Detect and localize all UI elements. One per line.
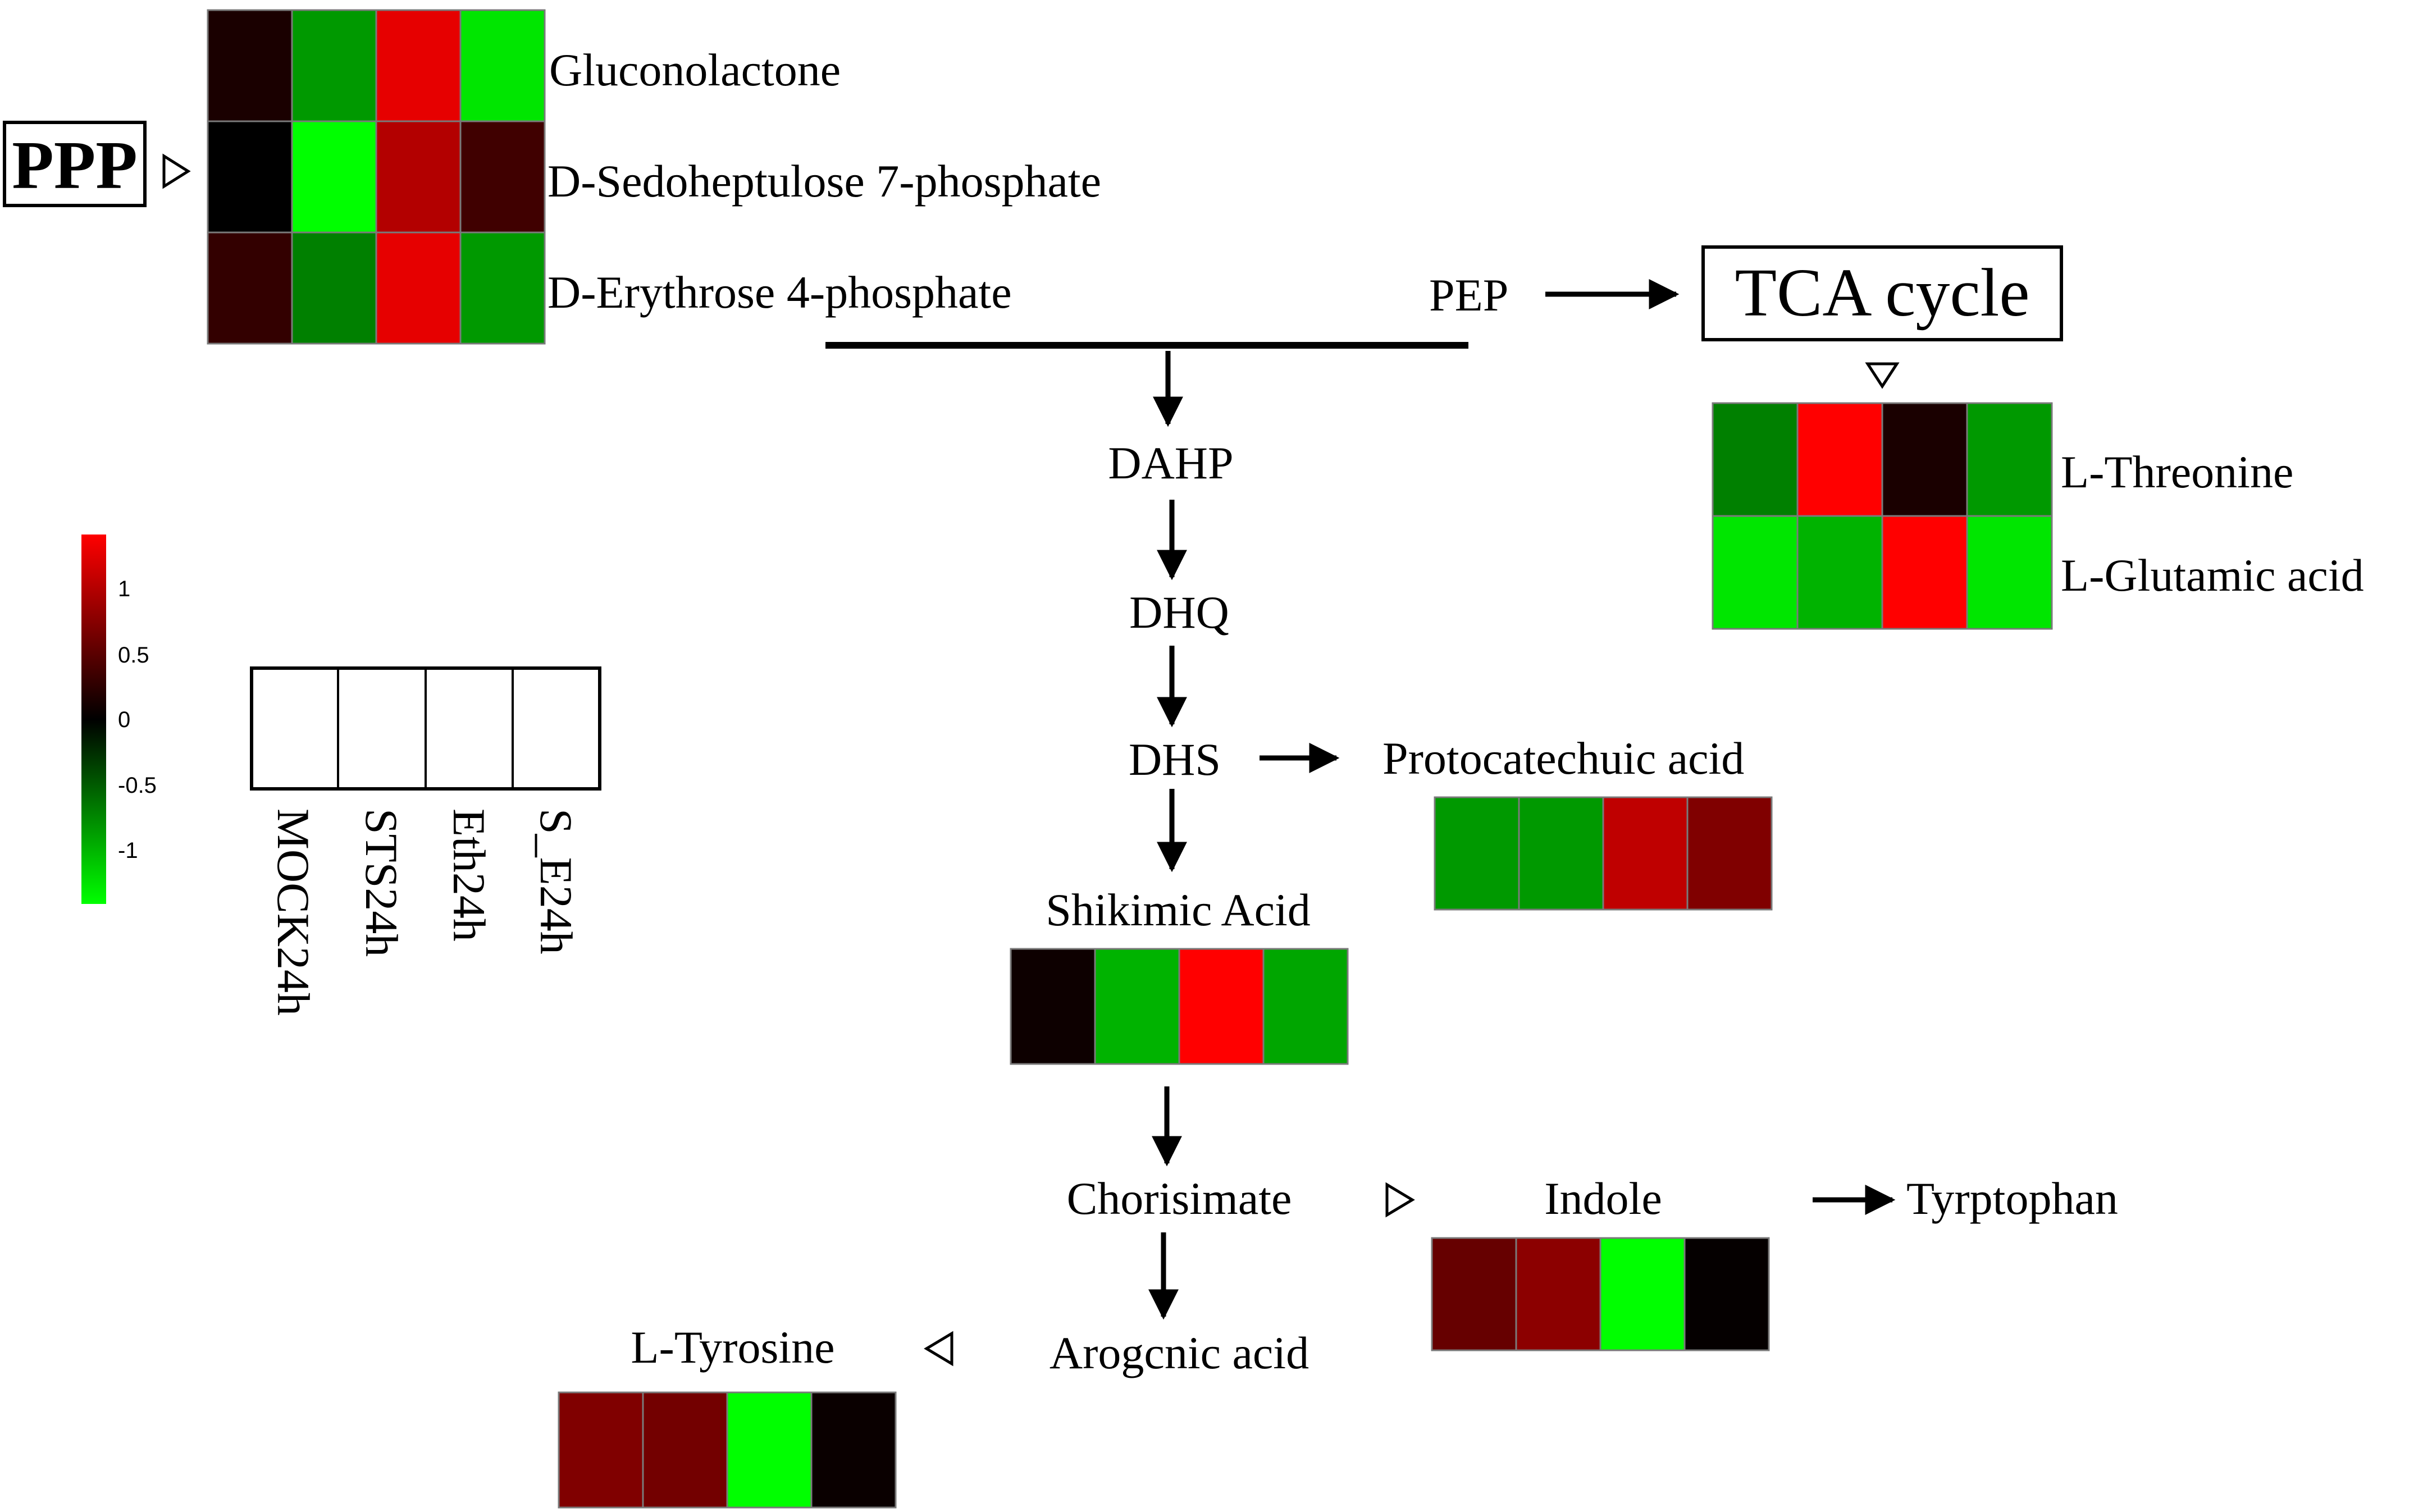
erythrose-cell-sts24h	[291, 231, 377, 345]
tyrosine-cell-mock24h	[558, 1391, 644, 1509]
chorismate-label: Chorisimate	[1067, 1173, 1292, 1224]
sample-label-sts24h: STS24h	[356, 808, 407, 957]
erythrose-cell-s-e24h	[459, 231, 546, 345]
dhs-label: DHS	[1129, 734, 1221, 785]
sedoheptulose-cell-mock24h	[207, 120, 293, 234]
sedoheptulose-cell-eth24h	[375, 120, 462, 234]
arogenic-to-tyrosine-triangle-icon	[924, 1331, 953, 1367]
scale-tick-neg0.5: -0.5	[118, 773, 157, 798]
tca-triangle-icon	[1865, 362, 1900, 389]
ppp-box	[3, 121, 147, 207]
scale-tick-1: 1	[118, 577, 130, 601]
scale-tick-neg1: -1	[118, 838, 138, 863]
gluconolactone-cell-sts24h	[291, 9, 377, 122]
protocatechuic-cell-s-e24h	[1686, 796, 1773, 911]
glutamic-cell-eth24h	[1881, 515, 1968, 630]
shikimic-heatmap	[1010, 948, 1349, 1065]
pep-label: PEP	[1429, 269, 1508, 321]
shikimic-cell-eth24h	[1178, 948, 1265, 1065]
indole-heatmap	[1431, 1237, 1770, 1351]
erythrose-cell-eth24h	[375, 231, 462, 345]
tyrosine-cell-sts24h	[642, 1391, 728, 1509]
indole-cell-sts24h	[1515, 1237, 1601, 1351]
color-scale-bar	[81, 535, 106, 904]
sedoheptulose-cell-s-e24h	[459, 120, 546, 234]
tca-label: TCA cycle	[1735, 255, 2029, 331]
sedoheptulose-cell-sts24h	[291, 120, 377, 234]
dahp-label: DAHP	[1108, 437, 1233, 488]
sample-label-eth24h: Eth24h	[444, 808, 495, 942]
tyrosine-cell-eth24h	[726, 1391, 813, 1509]
erythrose-cell-mock24h	[207, 231, 293, 345]
indole-label: Indole	[1544, 1173, 1662, 1224]
gluconolactone-cell-eth24h	[375, 9, 462, 122]
scale-tick-0: 0	[118, 707, 130, 732]
glutamic-cell-sts24h	[1796, 515, 1883, 630]
ppp-heatmap	[207, 9, 546, 345]
threonine-cell-mock24h	[1712, 402, 1799, 517]
protocatechuic-cell-eth24h	[1602, 796, 1689, 911]
indole-cell-mock24h	[1431, 1237, 1517, 1351]
indole-cell-eth24h	[1599, 1237, 1686, 1351]
chorismate-to-indole-triangle-icon	[1385, 1182, 1415, 1218]
shikimic-label: Shikimic Acid	[1046, 884, 1311, 935]
threonine-cell-sts24h	[1796, 402, 1883, 517]
threonine-cell-eth24h	[1881, 402, 1968, 517]
erythrose-label: D-Erythrose 4-phosphate	[547, 267, 1012, 318]
threonine-label: L-Threonine	[2061, 446, 2293, 497]
ppp-triangle-icon	[162, 153, 191, 189]
glutamic-label: L-Glutamic acid	[2061, 550, 2364, 601]
tyrosine-heatmap	[558, 1391, 897, 1509]
glutamic-cell-mock24h	[1712, 515, 1799, 630]
gluconolactone-cell-mock24h	[207, 9, 293, 122]
shikimic-cell-sts24h	[1094, 948, 1180, 1065]
protocatechuic-label: Protocatechuic acid	[1382, 733, 1744, 784]
tca-heatmap	[1712, 402, 2053, 630]
threonine-cell-s-e24h	[1966, 402, 2053, 517]
sedoheptulose-label: D-Sedoheptulose 7-phosphate	[547, 156, 1101, 207]
dhq-label: DHQ	[1129, 587, 1229, 638]
gluconolactone-cell-s-e24h	[459, 9, 546, 122]
tyrosine-cell-s-e24h	[810, 1391, 897, 1509]
scale-tick-0.5: 0.5	[118, 643, 149, 668]
tyrosine-label: L-Tyrosine	[631, 1322, 834, 1373]
protocatechuic-heatmap	[1434, 796, 1773, 911]
tca-box	[1701, 245, 2063, 341]
sample-label-mock24h: MOCK24h	[268, 808, 319, 1016]
sample-key: MOCK24h STS24h Eth24h S_E24h	[250, 666, 601, 1016]
arogenic-label: Arogcnic acid	[1050, 1327, 1309, 1378]
ppp-label: PPP	[12, 127, 138, 203]
protocatechuic-cell-mock24h	[1434, 796, 1520, 911]
indole-cell-s-e24h	[1683, 1237, 1770, 1351]
tryptophan-label: Tyrptophan	[1906, 1173, 2118, 1224]
protocatechuic-cell-sts24h	[1518, 796, 1604, 911]
gluconolactone-label: Gluconolactone	[549, 44, 841, 95]
shikimic-cell-mock24h	[1010, 948, 1096, 1065]
sample-label-s-e24h: S_E24h	[531, 808, 582, 954]
shikimic-cell-s-e24h	[1262, 948, 1349, 1065]
glutamic-cell-s-e24h	[1966, 515, 2053, 630]
